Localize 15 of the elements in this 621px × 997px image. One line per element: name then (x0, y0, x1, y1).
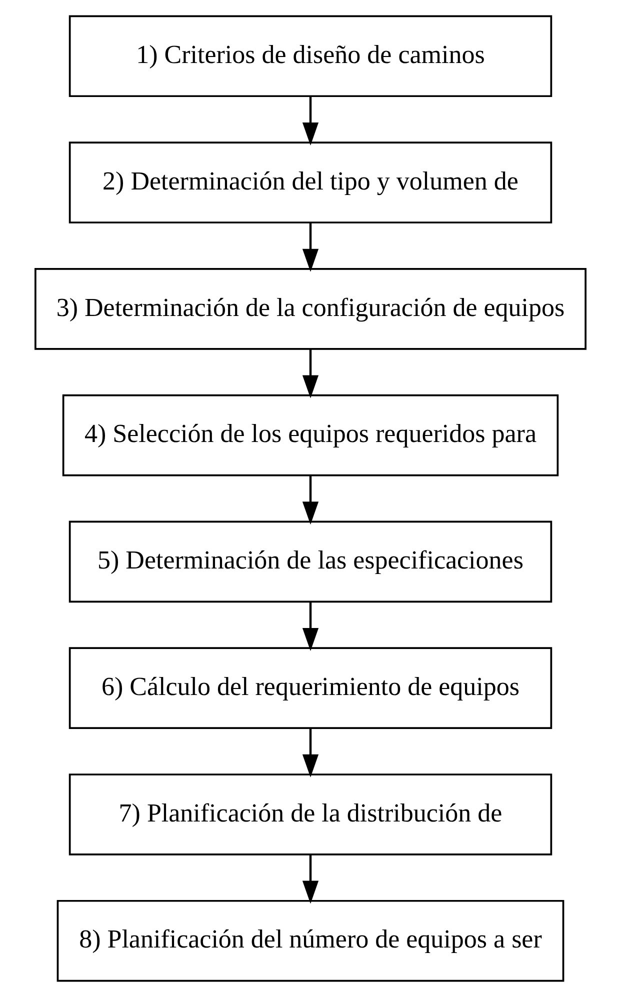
node-box: 2) Determinación del tipo y volumen de (68, 142, 552, 224)
node-box: 3) Determinación de la configuración de equipos (34, 268, 586, 350)
node-box: 5) Determinación de las especificaciones (68, 520, 552, 603)
arrow (302, 96, 319, 146)
arrow (302, 222, 319, 272)
arrow (302, 475, 319, 525)
arrow (302, 728, 319, 778)
arrow (302, 602, 319, 652)
arrow (302, 348, 319, 398)
arrow (302, 854, 319, 904)
node-box: 1) Criterios de diseño de caminos (68, 15, 552, 98)
node-box: 4) Selección de los equipos requeridos para (62, 394, 559, 476)
node-box: 8) Planificación del número de equipos a ser (56, 900, 564, 982)
node-box: 6) Cálculo del requerimiento de equipos (68, 647, 552, 729)
node-box: 7) Planificación de la distribución de (68, 774, 552, 856)
